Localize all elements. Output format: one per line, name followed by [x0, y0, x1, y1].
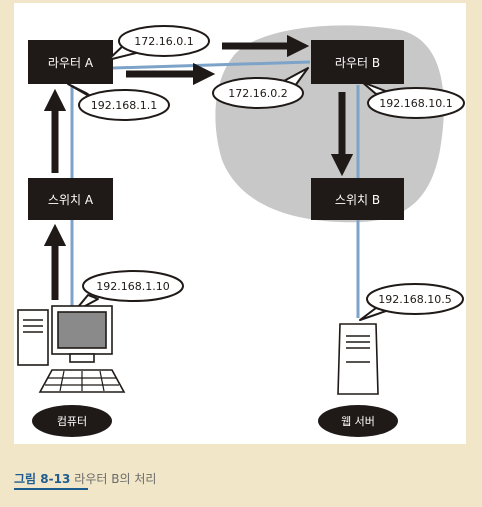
bubble-router-a-wan: 172.16.0.1 — [107, 25, 210, 61]
pc-screen — [57, 311, 107, 349]
caption-underline — [14, 488, 88, 490]
router-a: 라우터 A — [28, 40, 113, 84]
computer-label: 컴퓨터 — [57, 415, 87, 428]
bubble-router-b-wan: 172.16.0.2 — [212, 67, 309, 109]
computer-label-pill: 컴퓨터 — [32, 405, 112, 437]
bubble-server-ip: 192.168.10.5 — [359, 283, 464, 321]
router-b: 라우터 B — [311, 40, 404, 84]
computer-ip: 192.168.1.10 — [96, 280, 169, 293]
bubble-router-a-lan: 192.168.1.1 — [67, 83, 170, 121]
bubble-router-b-lan: 192.168.10.1 — [361, 81, 465, 119]
router-b-wan-ip: 172.16.0.2 — [228, 87, 287, 100]
pc-tower — [17, 309, 49, 366]
figure-number: 그림 8-13 — [14, 472, 71, 486]
switch-a: 스위치 A — [28, 178, 113, 220]
router-a-label: 라우터 A — [48, 56, 94, 70]
router-a-wan-ip: 172.16.0.1 — [134, 35, 193, 48]
server-label: 웹 서버 — [341, 415, 375, 428]
computer-icon — [17, 305, 126, 393]
server-label-pill: 웹 서버 — [318, 405, 398, 437]
router-a-lan-ip: 192.168.1.1 — [91, 99, 157, 112]
figure-title: 라우터 B의 처리 — [74, 472, 157, 486]
switch-b-label: 스위치 B — [335, 193, 380, 207]
router-b-label: 라우터 B — [335, 56, 380, 70]
packet-flow — [43, 34, 354, 300]
server-icon — [337, 323, 379, 395]
switch-b: 스위치 B — [311, 178, 404, 220]
server-ip: 192.168.10.5 — [378, 293, 451, 306]
pc-stand — [69, 353, 95, 363]
bubble-computer-ip: 192.168.1.10 — [73, 270, 184, 313]
switch-a-label: 스위치 A — [48, 193, 94, 207]
router-b-lan-ip: 192.168.10.1 — [379, 97, 452, 110]
server-body — [337, 323, 379, 395]
